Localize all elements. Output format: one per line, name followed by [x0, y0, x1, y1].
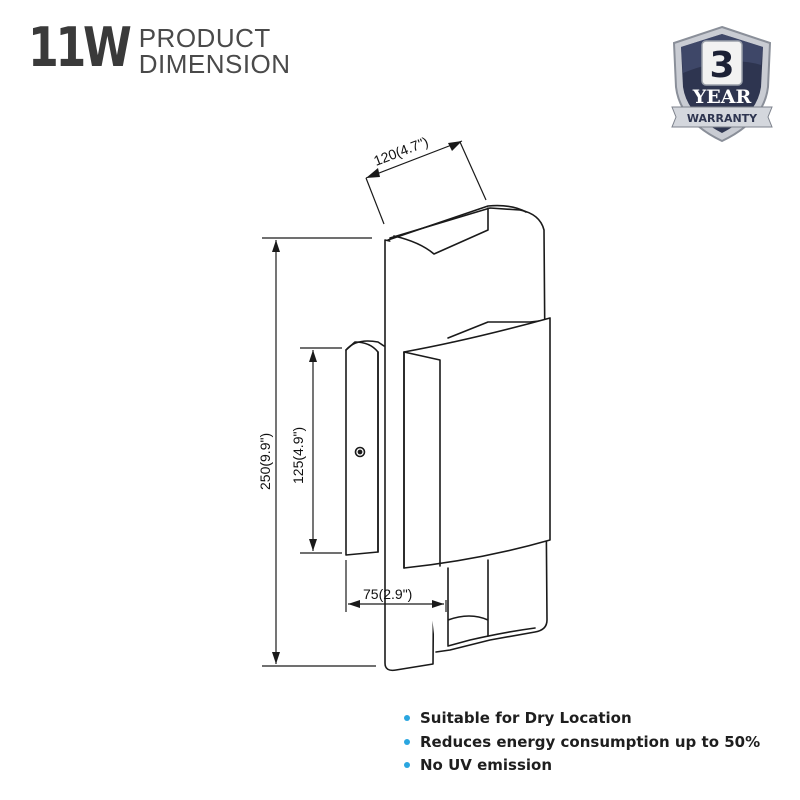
width-extension-right — [459, 141, 487, 201]
feature-list: Suitable for Dry Location Reduces energy… — [400, 707, 760, 778]
lamp-front-left-face — [403, 351, 441, 567]
height-arrow-bottom — [272, 652, 280, 664]
feature-item: No UV emission — [400, 754, 760, 778]
product-dimension-header: 11W PRODUCT DIMENSION — [28, 16, 291, 79]
warranty-label: WARRANTY — [687, 112, 758, 125]
screw-icon — [354, 446, 366, 458]
lamp-lower-front — [447, 627, 536, 647]
feature-text: Suitable for Dry Location — [420, 709, 632, 727]
height-arrow-top — [272, 240, 280, 252]
width-extension-left — [365, 177, 385, 225]
depth-arrow-left — [348, 600, 360, 608]
backplate-arrow-top — [309, 350, 317, 362]
lamp-lower-body — [447, 559, 489, 646]
depth-arrow-right — [432, 600, 444, 608]
backplate-top — [345, 340, 385, 351]
backplate-arrow-bottom — [309, 539, 317, 551]
feature-item: Reduces energy consumption up to 50% — [400, 731, 760, 755]
number-plate — [701, 40, 743, 86]
bullet-dot-icon — [404, 715, 410, 721]
feature-text: Reduces energy consumption up to 50% — [420, 732, 761, 751]
wattage-label: 11W — [28, 16, 132, 79]
title-line-dimension: DIMENSION — [138, 49, 291, 79]
depth-label: 75(2.9") — [363, 586, 412, 602]
width-label: 120(4.7") — [371, 133, 430, 168]
warranty-year: YEAR — [692, 86, 752, 108]
backplate-height-label: 125(4.9") — [290, 427, 306, 484]
width-arrow-right — [448, 141, 462, 151]
lamp-front-shade — [403, 317, 551, 569]
title-line-product: PRODUCT — [138, 23, 271, 53]
ribbon-icon — [671, 106, 773, 128]
bullet-dot-icon — [404, 762, 410, 768]
width-dim-line — [365, 140, 463, 179]
feature-text: No UV emission — [420, 756, 553, 774]
warranty-badge: 3 YEAR WARRANTY — [671, 25, 773, 143]
warranty-number: 3 — [709, 45, 734, 86]
lamp-top-inner — [393, 207, 489, 255]
title-block: PRODUCT DIMENSION — [139, 25, 291, 77]
width-arrow-left — [366, 168, 380, 178]
bullet-dot-icon — [404, 738, 410, 745]
feature-item: Suitable for Dry Location — [400, 707, 760, 731]
height-label: 250(9.9") — [257, 433, 273, 490]
lamp-top-rim — [387, 204, 527, 241]
